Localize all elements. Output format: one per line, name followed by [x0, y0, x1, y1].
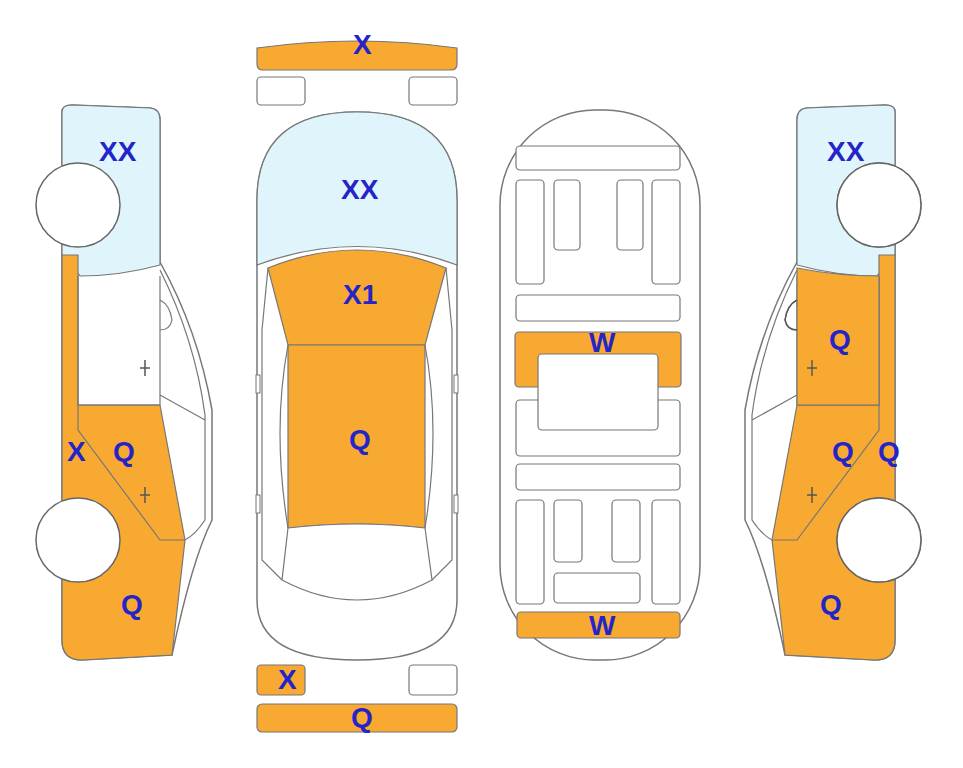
damage-code: Q: [121, 591, 143, 619]
damage-code: W: [589, 612, 615, 640]
damage-code: Q: [349, 426, 371, 454]
damage-code: Q: [829, 326, 851, 354]
damage-code: W: [589, 329, 615, 357]
damage-code: X: [353, 31, 372, 59]
damage-code: Q: [878, 438, 900, 466]
damage-code: X: [278, 666, 297, 694]
damage-code: XX: [99, 138, 136, 166]
damage-code: Q: [832, 438, 854, 466]
damage-code: X1: [343, 281, 377, 309]
damage-code: XX: [341, 176, 378, 204]
damage-code: XX: [827, 138, 864, 166]
damage-code: Q: [351, 704, 373, 732]
damage-code: Q: [820, 591, 842, 619]
damage-code: Q: [113, 438, 135, 466]
damage-code: X: [67, 438, 86, 466]
